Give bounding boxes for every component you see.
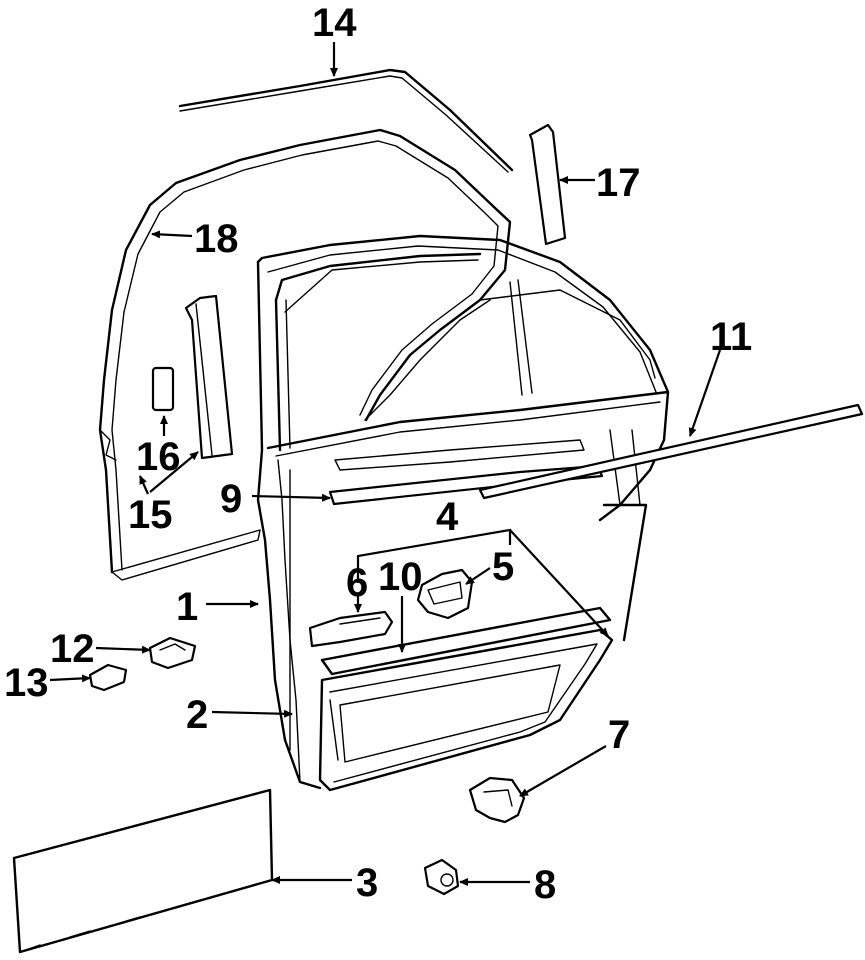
callout-16: 16 <box>136 435 181 479</box>
leader-15b <box>149 451 199 493</box>
door-handle-part <box>308 610 394 648</box>
callouts: 14 17 18 11 16 15 9 4 6 10 5 1 12 13 2 7… <box>4 1 752 907</box>
callout-4: 4 <box>436 495 459 539</box>
callout-2: 2 <box>186 693 208 737</box>
leader-7 <box>519 745 607 797</box>
leader-15a <box>138 475 150 495</box>
leader-5 <box>465 567 491 585</box>
clip-16-part <box>151 366 175 412</box>
callout-6: 6 <box>346 561 368 605</box>
leader-11 <box>688 349 722 437</box>
leader-4b <box>509 529 609 637</box>
callout-10: 10 <box>378 555 423 599</box>
leader-12 <box>95 645 151 654</box>
leader-lines <box>49 42 722 886</box>
leader-9 <box>251 493 331 502</box>
callout-12: 12 <box>50 627 95 671</box>
leader-18 <box>151 230 193 239</box>
callout-15: 15 <box>128 493 173 537</box>
callout-3: 3 <box>356 861 378 905</box>
water-shield-part <box>12 788 274 954</box>
weatherstrip-part <box>98 128 512 581</box>
pillar-applique-part <box>528 123 567 246</box>
callout-7: 7 <box>608 713 630 757</box>
callout-14: 14 <box>312 1 357 45</box>
belt-molding-11-part <box>478 403 864 500</box>
callout-5: 5 <box>492 545 514 589</box>
bracket-12-part <box>148 636 197 670</box>
trim-panel-part <box>318 503 648 792</box>
callout-17: 17 <box>596 161 641 205</box>
callout-13: 13 <box>4 661 49 705</box>
callout-1: 1 <box>176 585 198 629</box>
leader-2 <box>211 709 293 718</box>
callout-18: 18 <box>194 217 239 261</box>
door-shell-part <box>256 234 670 790</box>
grommet-part <box>423 858 460 896</box>
callout-8: 8 <box>534 863 556 907</box>
clip-13-part <box>88 663 128 692</box>
belt-molding-9-part <box>328 464 604 506</box>
leader-4 <box>356 528 512 583</box>
actuator-part <box>416 568 474 620</box>
callout-9: 9 <box>220 477 242 521</box>
roof-molding-part <box>178 68 514 173</box>
hinge-part <box>468 776 526 824</box>
callout-11: 11 <box>710 315 752 359</box>
leader-13 <box>49 674 91 683</box>
pillar-trim-part <box>184 294 234 460</box>
